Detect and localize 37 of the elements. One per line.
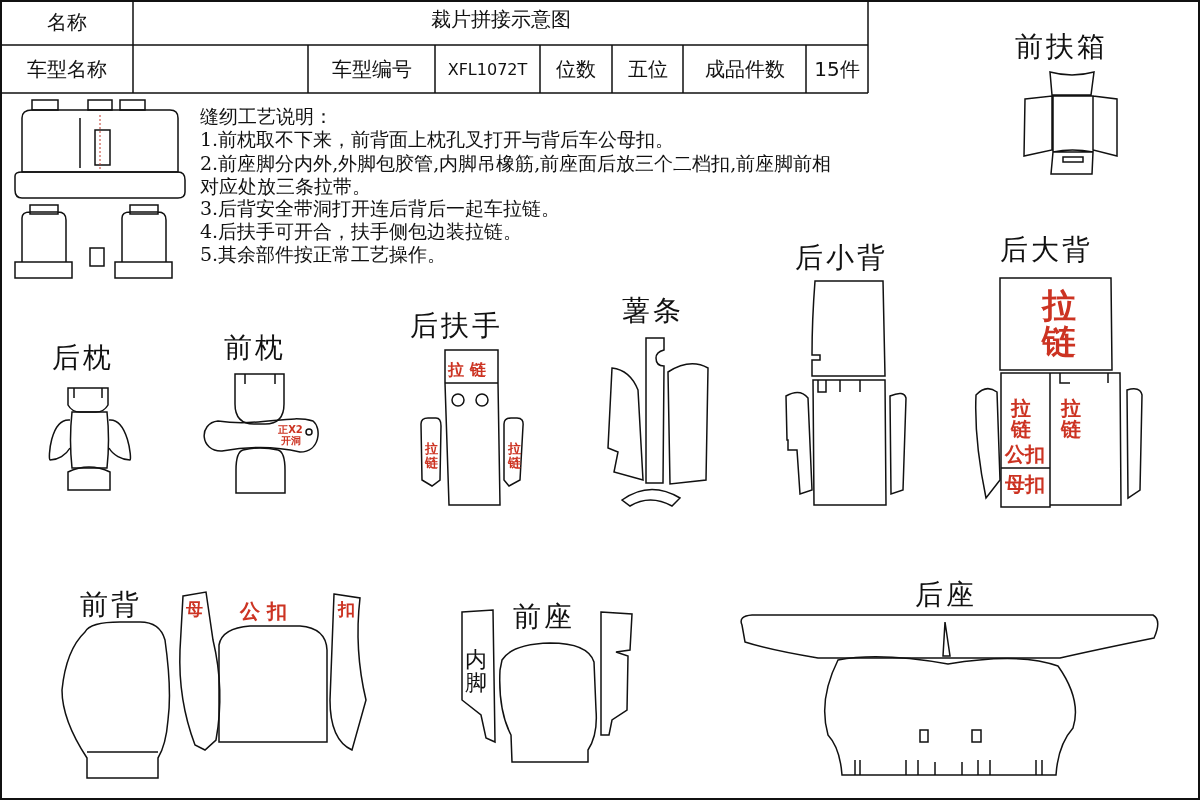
- piece-label: 前扶箱: [1015, 32, 1108, 63]
- sewing-note: 正X2开洞: [277, 425, 304, 446]
- sewing-note: 扣: [338, 600, 355, 619]
- note-text: 3.后背安全带洞打开连后背后一起车拉链。: [200, 198, 561, 219]
- table-label: 位数: [556, 55, 596, 83]
- piece-label: 后小背: [795, 243, 888, 274]
- piece-label: 后座: [915, 580, 977, 611]
- note-text: 2.前座脚分内外,外脚包胶管,内脚吊橡筋,前座面后放三个二档扣,前座脚前相对应处放三条拉带。: [200, 152, 833, 198]
- sewing-note: 拉链: [1060, 398, 1082, 440]
- note-text: 5.其余部件按正常工艺操作。: [200, 244, 447, 265]
- piece-label: 内脚: [464, 648, 488, 695]
- sewing-note: 拉链: [1040, 288, 1077, 360]
- table-label: 车型编号: [331, 55, 412, 83]
- piece-label: 前背: [80, 590, 142, 621]
- piece-label: 后大背: [1000, 235, 1093, 266]
- table-label: 成品件数: [704, 55, 785, 83]
- note-text: 1.前枕取不下来，前背面上枕孔叉打开与背后车公母扣。: [200, 129, 675, 150]
- piece-label: 前座: [513, 602, 575, 633]
- note-text: 缝纫工艺说明：: [200, 106, 333, 127]
- sewing-note: 拉链: [424, 442, 438, 470]
- piece-label: 后枕: [52, 343, 114, 374]
- table-label: 15件: [814, 55, 860, 83]
- piece-label: 薯条: [622, 296, 684, 327]
- table-label: XFL1072T: [447, 59, 528, 79]
- sewing-note: 母扣: [1005, 473, 1045, 495]
- sewing-note: 拉 链: [448, 361, 486, 379]
- sewing-note: 公扣: [1005, 443, 1045, 465]
- note-text: 4.后扶手可开合，扶手侧包边装拉链。: [200, 221, 523, 242]
- sewing-note: 母: [186, 600, 203, 619]
- sewing-note: 拉链: [1010, 398, 1032, 440]
- sewing-note: 公 扣: [240, 600, 287, 622]
- table-label: 名称: [46, 9, 87, 36]
- piece-label: 后扶手: [410, 311, 503, 342]
- table-label: 车型名称: [26, 55, 107, 83]
- table-label: 五位: [627, 55, 668, 83]
- piece-label: 前枕: [224, 333, 286, 364]
- table-title: 裁片拼接示意图: [430, 8, 571, 30]
